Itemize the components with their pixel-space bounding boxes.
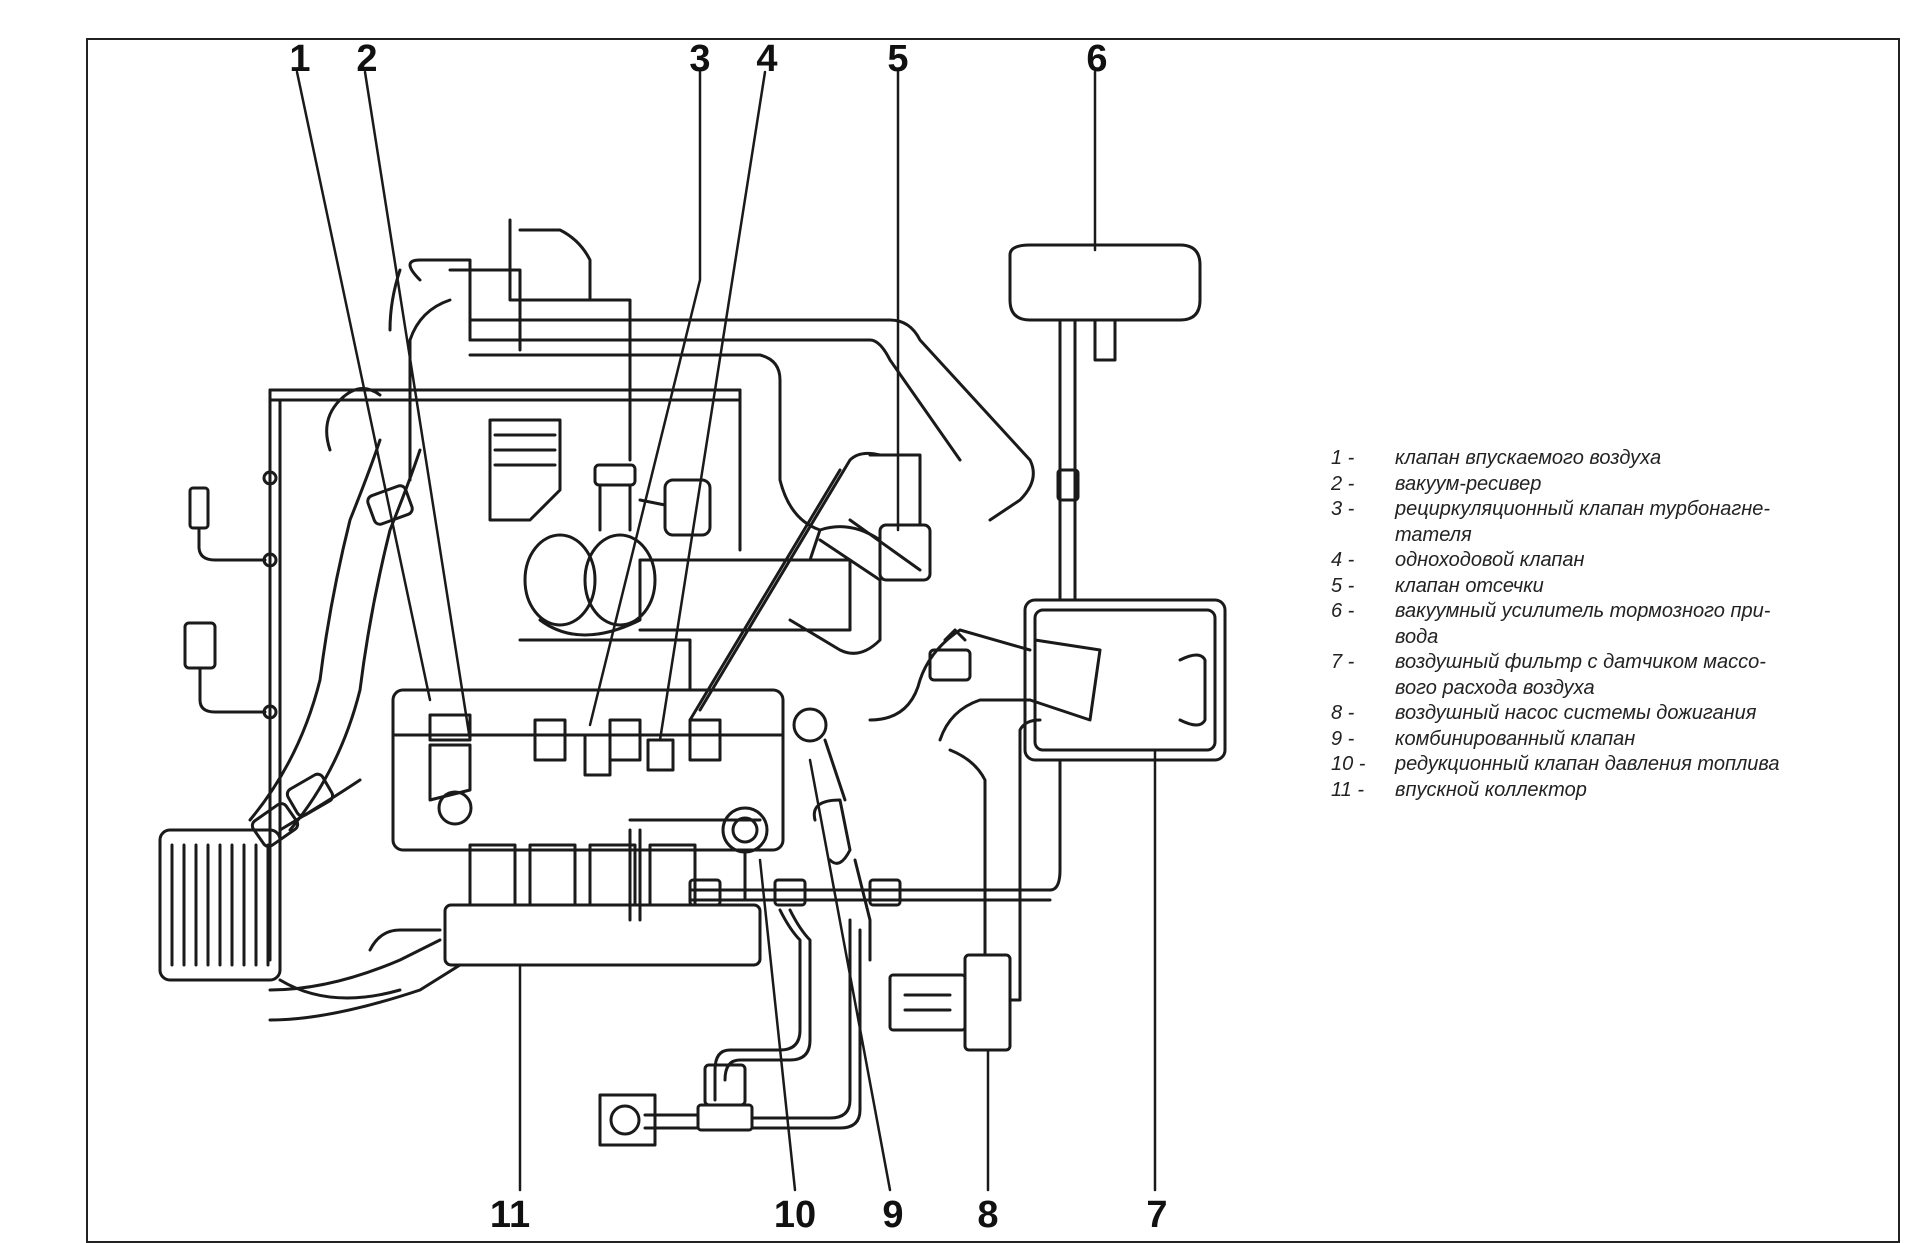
callout-7: 7 [1146,1194,1168,1236]
callout-4: 4 [756,38,778,80]
legend-row: 10 - редукционный клапан давления топлива [1331,752,1891,778]
legend-text: клапан отсечки [1395,574,1544,597]
legend-key [1331,523,1395,549]
boost-pipe [688,451,922,722]
legend-text: воздушный насос системы дожигания [1395,702,1757,724]
air-filter [868,598,1227,762]
callout-2: 2 [356,38,378,80]
legend-text: вакуум-ресивер [1395,472,1542,495]
callout-3: 3 [689,38,711,80]
legend-row: 2 - вакуум-ресивер [1331,472,1891,498]
fuel-lines [628,758,1062,922]
legend-text: тателя [1395,523,1472,546]
intake-manifold [368,843,762,967]
legend-row: 8 - воздушный насос системы дожигания [1331,701,1891,727]
callout-1: 1 [289,38,311,80]
legend-key: 6 - [1331,600,1355,622]
legend-row: 1 - клапан впускаемого воздуха [1331,446,1891,472]
legend-key: 7 - [1331,651,1355,673]
callout-10: 10 [773,1194,817,1236]
combination-valve [792,707,872,962]
callout-8: 8 [977,1194,999,1236]
callout-9: 9 [882,1194,904,1236]
legend-key: 10 - [1331,753,1366,775]
legend-key [1331,676,1395,702]
engine-head [391,688,785,852]
legend-text: воздушный фильтр с датчиком массо- [1395,651,1766,673]
legend-text: впускной коллектор [1395,778,1587,801]
legend-text: вого расхода воздуха [1395,676,1595,699]
legend-text: вакуумный усилитель тормозного при- [1395,600,1771,622]
legend-key: 11 - [1331,778,1364,801]
legend-row: 6 - вакуумный усилитель тормозного при- [1331,599,1891,625]
legend-text: редукционный клапан давления топлива [1395,753,1780,775]
callout-5: 5 [887,38,909,80]
callout-11: 11 [489,1194,531,1236]
legend-text: одноходовой клапан [1395,549,1585,571]
legend-row: 4 - одноходовой клапан [1331,548,1891,574]
callout-leaders [295,70,1157,1192]
lower-vacuum-line [598,908,862,1147]
legend-text: рециркуляционный клапан турбонагне- [1395,498,1771,520]
legend-key: 4 - [1331,549,1355,571]
legend-key [1331,625,1395,651]
legend-row: 11 - впускной коллектор [1331,778,1891,804]
legend-row: 3 - рециркуляционный клапан турбонагне- [1331,497,1891,523]
legend-row: вода [1331,625,1891,651]
legend: 1 - клапан впускаемого воздуха 2 - вакуум-… [1331,446,1891,803]
fuel-pressure-regulator [721,806,769,902]
legend-row: 7 - воздушный фильтр с датчиком массо- [1331,650,1891,676]
air-pump [888,718,1042,1052]
legend-text: комбинированный клапан [1395,727,1636,750]
turbocharger [488,418,852,692]
legend-row: 5 - клапан отсечки [1331,574,1891,600]
legend-row: 9 - комбинированный клапан [1331,727,1891,753]
legend-key: 5 - [1331,574,1355,597]
callout-6: 6 [1086,38,1108,80]
left-sensors [183,470,278,720]
legend-text: клапан впускаемого воздуха [1395,447,1662,469]
legend-row: вого расхода воздуха [1331,676,1891,702]
legend-key: 1 - [1331,447,1355,469]
legend-row: тателя [1331,523,1891,549]
legend-text: вода [1395,625,1439,648]
brake-booster [1008,243,1202,602]
legend-key: 9 - [1331,727,1355,750]
legend-key: 3 - [1331,498,1355,520]
legend-key: 8 - [1331,702,1355,724]
legend-key: 2 - [1331,472,1355,495]
